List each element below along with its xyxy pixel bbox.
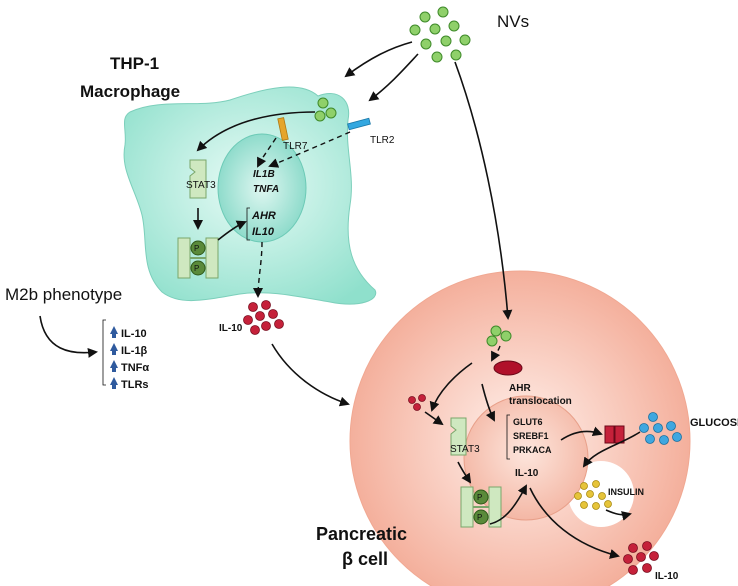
- arrow-nv-to-ahr: [491, 345, 501, 362]
- beta-label-line2: β cell: [342, 549, 388, 569]
- il10-secreted-label: IL-10: [219, 323, 243, 334]
- m2b-list-item: IL-1β: [121, 345, 148, 357]
- arrow-il10-out: [529, 487, 620, 559]
- il10-out-label: IL-10: [655, 571, 679, 582]
- tlr7-receptor: [277, 117, 289, 141]
- stat3-beta: [450, 417, 467, 456]
- up-arrow-icon: [110, 360, 118, 372]
- beta-gene-bracket: [506, 414, 510, 460]
- phosphate-icon: [473, 489, 489, 505]
- tlr2-receptor: [347, 117, 371, 131]
- p-label: P: [194, 264, 199, 273]
- stat3-macrophage-label: STAT3: [186, 180, 216, 191]
- glucose-cluster: [639, 412, 682, 445]
- m2b-phenotype-label: M2b phenotype: [5, 285, 122, 304]
- arrow-ahr-to-stat3: [429, 362, 473, 412]
- p-label: P: [194, 244, 199, 253]
- ahr-translocation-line1: AHR: [509, 383, 531, 394]
- nv-cluster: [409, 6, 471, 63]
- arrow-nv-to-stat3: [196, 111, 316, 152]
- arrow-nv-to-beta: [454, 61, 513, 320]
- ahr-translocation-line2: translocation: [509, 396, 572, 407]
- nv-internalized: [314, 97, 337, 122]
- arrow-genes-to-glut: [560, 426, 603, 441]
- tlr2-label: TLR2: [370, 135, 395, 146]
- arrow-m2b: [39, 315, 98, 358]
- m2b-bracket: [102, 319, 106, 386]
- pstat3-dimer-beta: [460, 486, 502, 528]
- il10-gene: IL10: [252, 226, 275, 238]
- arrow-pstat3-to-nucleus: [217, 220, 247, 241]
- phosphate-icon: [473, 509, 489, 525]
- arrow-il10-to-stat3: [424, 411, 444, 426]
- tlr7-label: TLR7: [283, 141, 308, 152]
- arrow-stat3-phospho-beta: [457, 461, 472, 484]
- arrow-insulin-release: [605, 509, 632, 521]
- insulin-label: INSULIN: [608, 487, 644, 497]
- arrow-il10-to-beta: [271, 343, 350, 407]
- il10-cluster-macrophage: [243, 300, 284, 335]
- il10-cluster-entering: [408, 394, 426, 411]
- tnfa-gene: TNFA: [253, 184, 279, 195]
- insulin-cluster: [574, 480, 612, 510]
- macrophage-label-line2: Macrophage: [80, 82, 180, 101]
- stat3-beta-label: STAT3: [450, 444, 480, 455]
- il1b-gene: IL1B: [253, 169, 275, 180]
- arrow-glucose-to-insulin: [582, 431, 641, 468]
- nvs-label: NVs: [497, 12, 529, 31]
- stat3-macrophage: [189, 159, 207, 199]
- prkaca-gene: PRKACA: [513, 445, 552, 455]
- arrow-ahr-translocation: [481, 383, 495, 422]
- up-arrow-icon: [110, 326, 118, 338]
- il10-cluster-out: [623, 541, 659, 575]
- ahr-gene: AHR: [251, 210, 276, 222]
- phosphate-icon: [190, 260, 206, 276]
- arrow-tlr2-to-nucleus: [268, 131, 351, 168]
- nv-beta: [486, 325, 512, 347]
- arrow-nv-to-tlr2: [368, 53, 419, 102]
- ahr-protein: [493, 360, 523, 376]
- m2b-list-item: TLRs: [121, 379, 149, 391]
- srebf1-gene: SREBF1: [513, 431, 549, 441]
- up-arrow-icon: [110, 343, 118, 355]
- arrow-nv-to-macrophage: [344, 41, 413, 78]
- macrophage-label-line1: THP-1: [110, 54, 159, 73]
- arrow-pstat3-to-nucleus-beta: [489, 484, 527, 525]
- gene-bracket: [246, 207, 250, 241]
- m2b-list-item: TNFα: [121, 362, 149, 374]
- beta-label-line1: Pancreatic: [316, 524, 407, 544]
- arrow-tlr7-to-nucleus: [257, 137, 277, 168]
- glut-transporter: [604, 425, 625, 444]
- up-arrow-icon: [110, 377, 118, 389]
- phosphate-icon: [190, 240, 206, 256]
- m2b-list-item: IL-10: [121, 328, 147, 340]
- glucose-label: GLUCOSE: [690, 417, 738, 429]
- pstat3-dimer-macrophage: [177, 237, 219, 279]
- arrow-il10-gene-to-secreted: [253, 241, 264, 298]
- arrows: [39, 41, 641, 559]
- dashed-arrows: [253, 131, 501, 362]
- il10-nucleus-label: IL-10: [515, 468, 539, 479]
- p-label: P: [477, 493, 482, 502]
- glut6-gene: GLUT6: [513, 417, 543, 427]
- p-label: P: [477, 513, 482, 522]
